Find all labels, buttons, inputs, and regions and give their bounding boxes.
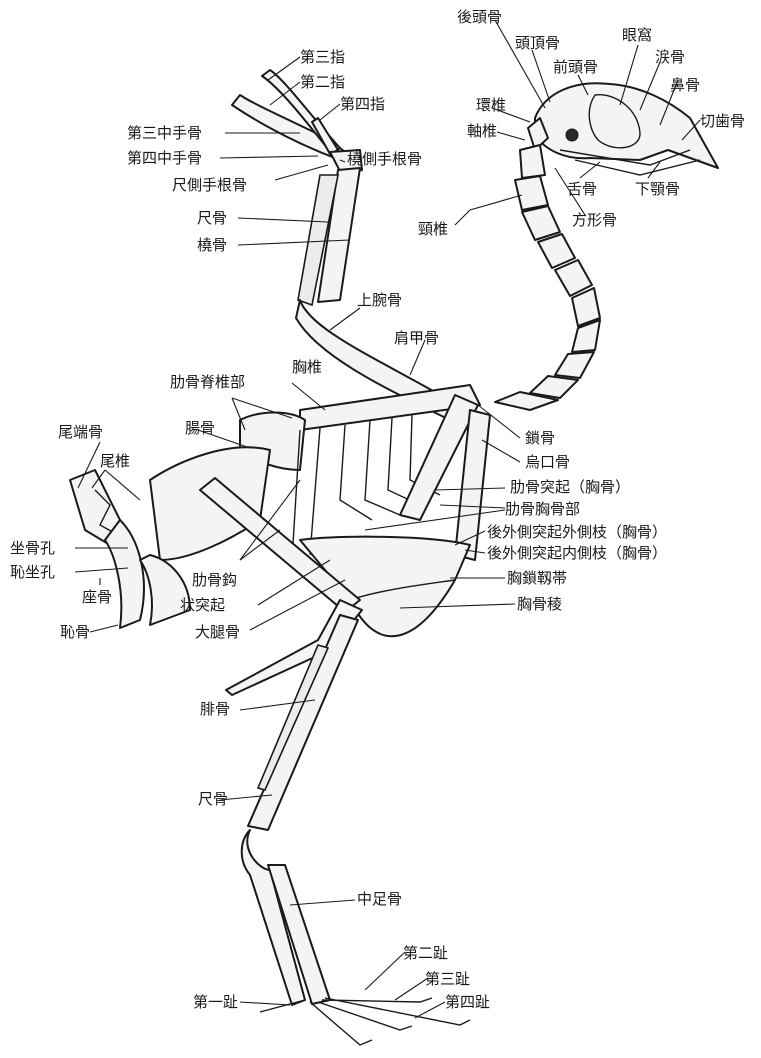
label-rokkotsu-toukki: 肋骨突起（胸骨） bbox=[510, 478, 630, 496]
label-bizui: 尾椎 bbox=[100, 452, 130, 470]
label-zentoukotsu: 前頭骨 bbox=[553, 58, 598, 76]
label-rokkotsu-kou: 肋骨鈎 bbox=[192, 571, 237, 589]
label-chusokukotsu: 中足骨 bbox=[357, 890, 402, 908]
label-hikotsu: 腓骨 bbox=[200, 700, 230, 718]
label-kagakukotsu: 下顎骨 bbox=[635, 180, 680, 198]
label-bikotsu: 鼻骨 bbox=[670, 76, 700, 94]
label-daitaikotsu: 大腿骨 bbox=[195, 623, 240, 641]
label-tousokushukonkotsu: 橈側手根骨 bbox=[347, 150, 422, 168]
label-dai4shi: 第四指 bbox=[340, 95, 385, 113]
label-chikotsu: 恥骨 bbox=[60, 623, 90, 641]
label-sakotsukou: 坐骨孔 bbox=[10, 539, 55, 557]
label-kanzui: 環椎 bbox=[476, 96, 506, 114]
label-kyouzui: 胸椎 bbox=[292, 358, 322, 376]
label-toukotsu: 橈骨 bbox=[197, 236, 227, 254]
label-jou-toukki: 状突起 bbox=[180, 596, 225, 614]
label-keizui: 頸椎 bbox=[418, 220, 448, 238]
label-bitankotsu: 尾端骨 bbox=[58, 423, 103, 441]
label-sakotsu: 鎖骨 bbox=[525, 429, 555, 447]
label-shakkotsu-leg: 尺骨 bbox=[198, 790, 228, 808]
label-ruikotsu: 涙骨 bbox=[655, 48, 685, 66]
label-dai1shi-toe: 第一趾 bbox=[193, 993, 238, 1011]
label-dai3shi: 第三指 bbox=[300, 48, 345, 66]
wing bbox=[232, 70, 470, 425]
label-ganka: 眼窩 bbox=[622, 26, 652, 44]
label-kougaisoku-naisokushi: 後外側突起内側枝（胸骨） bbox=[487, 544, 667, 562]
label-kyoukotsu-ryou: 胸骨稜 bbox=[517, 595, 562, 613]
label-shakusokushukonkotsu: 尺側手根骨 bbox=[172, 176, 247, 194]
label-jikuzui: 軸椎 bbox=[467, 122, 497, 140]
label-dai4chushukotsu: 第四中手骨 bbox=[127, 149, 202, 167]
label-rokkotsu-kyoukotsubu: 肋骨胸骨部 bbox=[505, 500, 580, 518]
label-kenkoukotsu: 肩甲骨 bbox=[394, 329, 439, 347]
label-dai2shi: 第二指 bbox=[300, 73, 345, 91]
label-kougaisoku-gaisokushi: 後外側突起外側枝（胸骨） bbox=[487, 523, 667, 541]
label-sesshikotsu: 切歯骨 bbox=[700, 112, 745, 130]
label-choukotsu: 腸骨 bbox=[185, 419, 215, 437]
label-dai4shi-toe: 第四趾 bbox=[445, 993, 490, 1011]
label-rokkotsu-sekizuibu: 肋骨脊椎部 bbox=[170, 373, 245, 391]
label-koutoukotsu: 後頭骨 bbox=[457, 8, 502, 26]
label-kyousa-jintai: 胸鎖靱帯 bbox=[507, 569, 567, 587]
label-dai3shi-toe: 第三趾 bbox=[425, 970, 470, 988]
label-houkeikotsu: 方形骨 bbox=[572, 211, 617, 229]
label-zakotsu: 座骨 bbox=[82, 588, 112, 606]
label-zekkotsu: 舌骨 bbox=[567, 180, 597, 198]
label-dai2shi-toe: 第二趾 bbox=[403, 944, 448, 962]
label-jouwankotsu: 上腕骨 bbox=[357, 291, 402, 309]
label-shakkotsu-wing: 尺骨 bbox=[197, 209, 227, 227]
label-touchoukotsu: 頭頂骨 bbox=[515, 34, 560, 52]
label-chizakou: 恥坐孔 bbox=[10, 563, 55, 581]
label-dai3chushukotsu: 第三中手骨 bbox=[127, 124, 202, 142]
label-ukoukotsu: 烏口骨 bbox=[525, 453, 570, 471]
skull bbox=[535, 83, 718, 175]
